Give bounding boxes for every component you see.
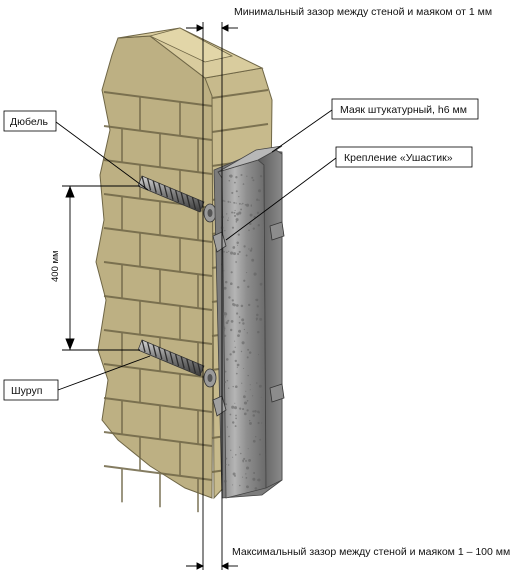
ushastik-clip-lower xyxy=(212,383,285,417)
dowel-label: Дюбель xyxy=(10,116,48,128)
screw-label-box xyxy=(3,379,59,401)
beacon-label: Маяк штукатурный, h6 мм xyxy=(340,104,467,116)
gap-guide-lines xyxy=(202,22,223,570)
dowel-label-box xyxy=(3,110,57,132)
spacing-label: 400 мм xyxy=(50,250,61,282)
fastening-label: Крепление «Ушастик» xyxy=(344,152,453,164)
min-gap-label: Минимальный зазор между стеной и маяком … xyxy=(234,6,492,18)
screw-label: Шуруп xyxy=(11,385,42,397)
leader-screw xyxy=(57,355,151,391)
label-boxes xyxy=(3,98,479,401)
spacing-dimension xyxy=(62,185,140,351)
max-gap-label: Максимальный зазор между стеной и маяком… xyxy=(232,546,510,558)
wall-side-face xyxy=(95,35,215,499)
max-gap-arrows xyxy=(186,562,238,570)
leader-lines xyxy=(55,109,337,391)
beacon-label-box xyxy=(331,98,479,120)
ushastik-clip-upper xyxy=(212,221,285,253)
dowel-upper xyxy=(137,175,217,223)
leader-dowel xyxy=(55,121,149,191)
leader-fastening xyxy=(225,157,337,241)
fastening-label-box xyxy=(335,146,473,168)
min-gap-arrows xyxy=(186,24,238,32)
plaster-beacon xyxy=(212,145,285,499)
leader-beacon xyxy=(271,109,333,153)
dowel-lower xyxy=(137,339,217,388)
